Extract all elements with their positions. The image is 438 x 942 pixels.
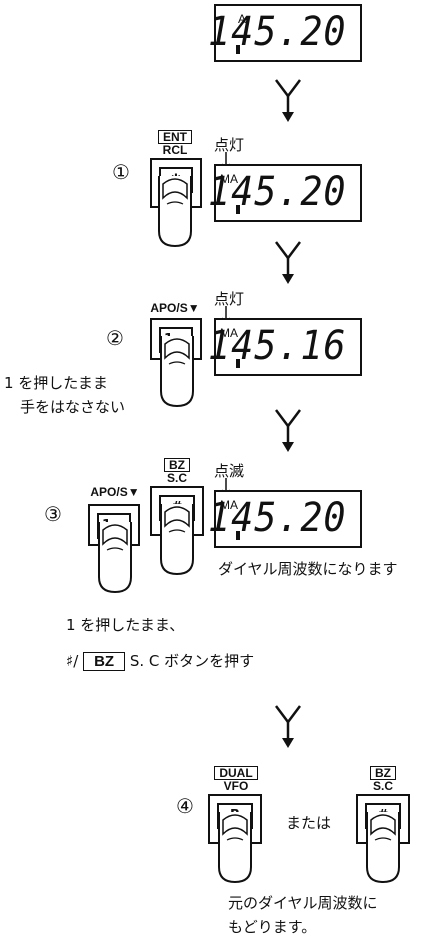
vfo-label: VFO <box>223 779 249 793</box>
hash-slash: ♯/ <box>66 652 79 670</box>
bz-label: BZ <box>164 458 190 472</box>
hold-key-note-line2: 手をはなさない <box>20 398 126 416</box>
lcd-display-initial: A 145.20 <box>208 4 362 62</box>
hold-key-note-line1: 1 を押したまま <box>4 374 108 392</box>
dial-frequency-note: ダイヤル周波数になります <box>218 560 398 578</box>
sc-label: S.C <box>372 779 393 793</box>
lcd-dot <box>236 531 240 540</box>
lit-annotation: 点灯 <box>214 290 245 308</box>
bz-sc-key-label: BZ S.C <box>356 766 410 793</box>
lit-annotation: 点灯 <box>214 136 245 154</box>
finger-icon <box>158 176 192 247</box>
down-arrow-icon <box>274 78 302 124</box>
lcd-display-step2: MA 145.16 <box>208 318 362 376</box>
lcd-dot <box>236 359 240 368</box>
apo-key-label: APO/S▼ <box>150 301 200 315</box>
bz-label: BZ <box>370 766 396 780</box>
rcl-label: RCL <box>162 143 188 157</box>
hold-key-note: 1 を押したまま、 <box>66 616 185 634</box>
lcd-frequency: 145.20 <box>207 9 346 55</box>
lcd-indicator: MA <box>220 498 238 512</box>
finger-icon <box>366 812 400 883</box>
or-text: または <box>286 814 332 832</box>
press-sc-text: S. C ボタンを押す <box>129 652 255 670</box>
lcd-frequency: 145.20 <box>207 169 346 215</box>
finger-icon <box>160 336 194 407</box>
lcd-indicator: MA <box>220 172 238 186</box>
finger-icon <box>98 522 132 593</box>
step-1-marker: ① <box>112 160 130 184</box>
lcd-frequency: 145.16 <box>207 323 346 369</box>
ent-label: ENT <box>158 130 192 144</box>
sc-label: S.C <box>166 471 187 485</box>
step-4-marker: ④ <box>176 794 194 818</box>
down-arrow-icon <box>274 240 302 286</box>
down-arrow-icon <box>274 408 302 454</box>
lcd-display-step3: MA 145.20 <box>208 490 362 548</box>
down-arrow-icon <box>274 704 302 750</box>
dual-vfo-key-label: DUAL VFO <box>208 766 264 793</box>
press-bz-note: ♯/ BZ S. C ボタンを押す <box>66 650 254 671</box>
apo-key-label: APO/S▼ <box>90 485 140 499</box>
lcd-dot <box>236 45 240 54</box>
lcd-frequency: 145.20 <box>207 495 346 541</box>
step-2-marker: ② <box>106 326 124 350</box>
lcd-indicator: A <box>238 12 247 26</box>
bz-boxed-label: BZ <box>83 652 126 671</box>
lcd-indicator: MA <box>220 326 238 340</box>
finger-icon <box>160 504 194 575</box>
dual-label: DUAL <box>214 766 258 780</box>
return-note-line1: 元のダイヤル周波数に <box>228 894 378 912</box>
lcd-display-step1: MA 145.20 <box>208 164 362 222</box>
return-note-line2: もどります。 <box>228 918 317 936</box>
bz-sc-key-label: BZ S.C <box>150 458 204 485</box>
blink-annotation: 点滅 <box>214 462 245 480</box>
ent-rcl-key-label: ENT RCL <box>150 130 200 157</box>
lcd-dot <box>236 205 240 214</box>
finger-icon <box>218 812 252 883</box>
step-3-marker: ③ <box>44 502 62 526</box>
